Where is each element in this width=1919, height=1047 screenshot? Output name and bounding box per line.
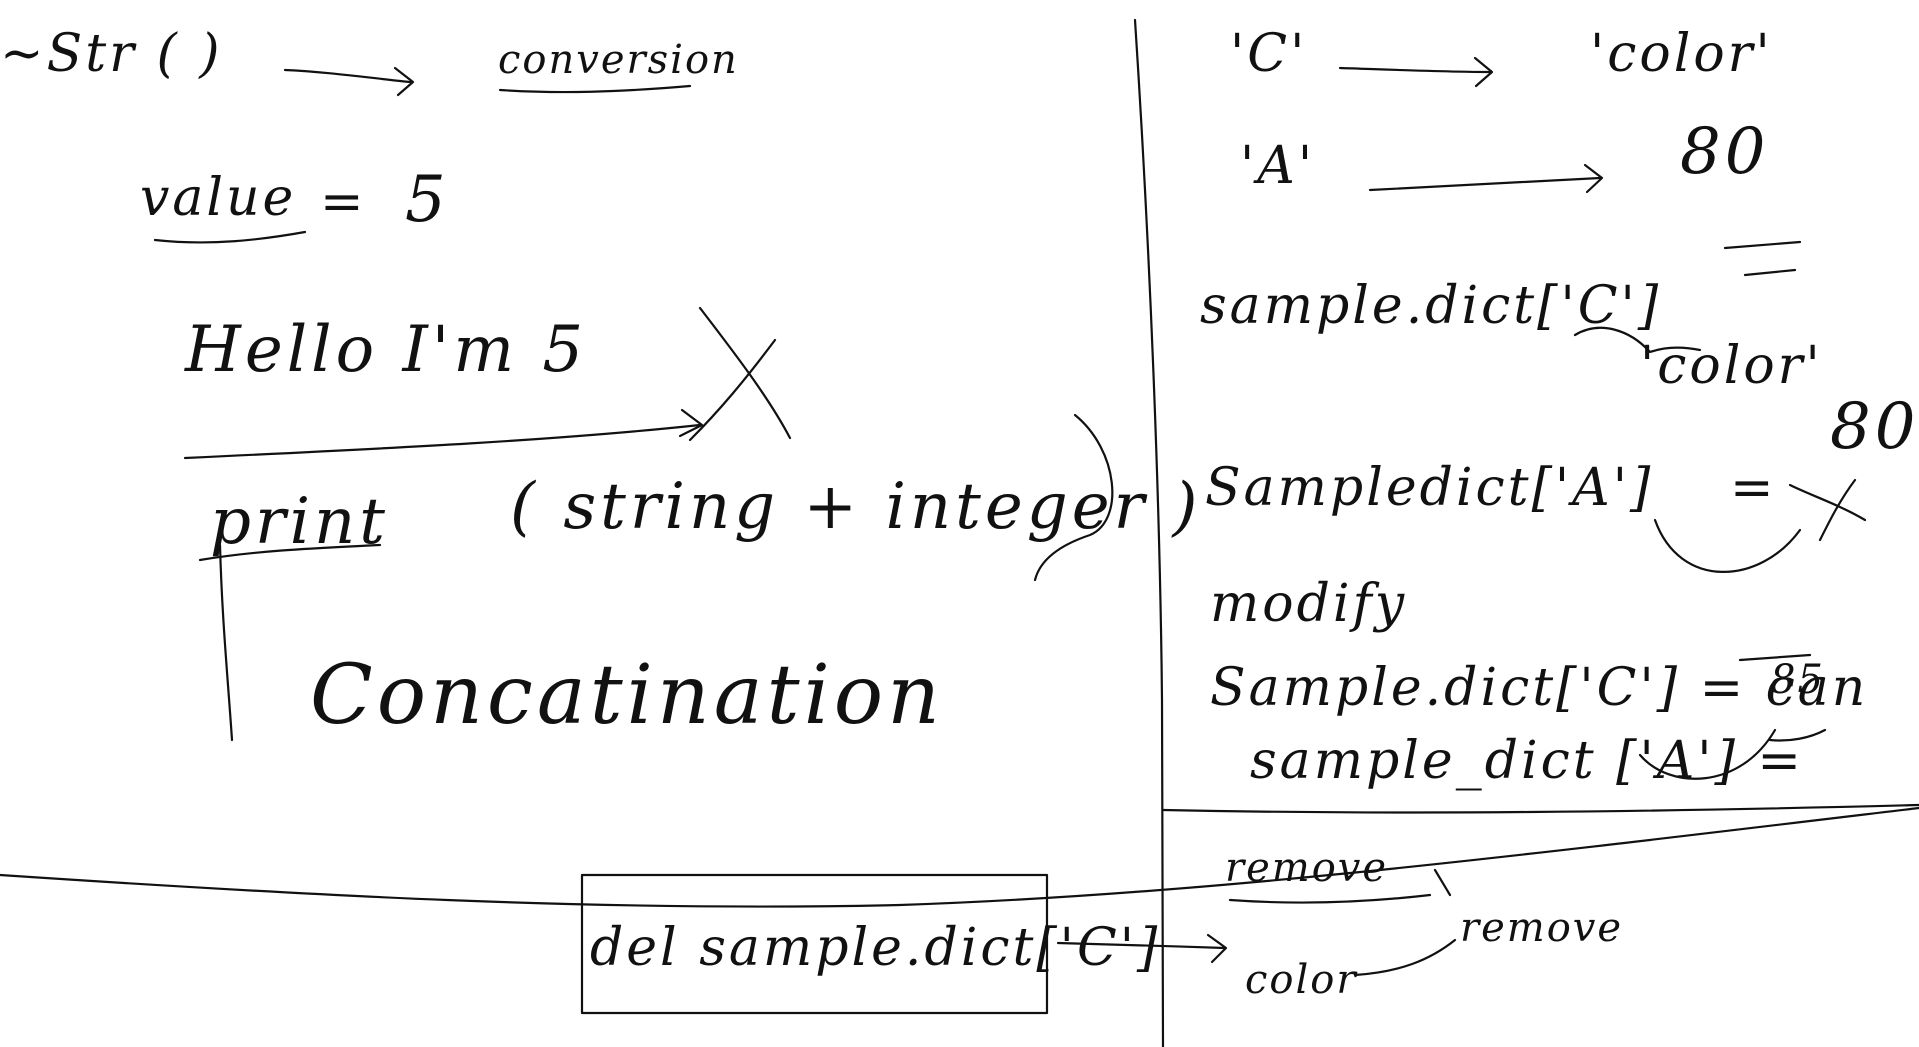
print-word: print (210, 485, 389, 559)
equals-1b (1743, 268, 1797, 277)
hello-arrow (183, 423, 702, 460)
value-underline (153, 230, 307, 244)
hello-arrowhead (678, 408, 704, 438)
value-variable: value (140, 168, 297, 228)
str-function-label: ~Str ( ) (0, 24, 223, 84)
modify2-brace (1638, 728, 1777, 780)
horizontal-divider-left (0, 806, 1919, 908)
closing-paren-curve (1033, 413, 1114, 582)
remove-heading: remove (1225, 845, 1389, 891)
value-equals: = (320, 172, 367, 232)
mapping1-key: 'C' (1230, 24, 1308, 84)
modify2-tick (1768, 728, 1827, 742)
equals-1a (1723, 240, 1802, 250)
cross-mark-2 (688, 338, 777, 442)
access2-brace (1653, 518, 1802, 573)
del-arrowhead (1206, 933, 1228, 964)
left-bracket (218, 543, 234, 742)
value-number: 5 (405, 163, 450, 237)
cross-80-b (1818, 478, 1857, 542)
remove-underline (1228, 893, 1432, 904)
access2-equals: = (1730, 458, 1777, 518)
cross-mark-1 (698, 306, 792, 440)
mapping1-value: 'color' (1590, 24, 1773, 84)
del-arrow (1056, 941, 1227, 950)
mapping2-arrow (1368, 176, 1602, 192)
can-strike (1738, 653, 1812, 662)
del-statement: del sample.dict['C'] (590, 918, 1161, 978)
print-expression: ( string + integer ) (510, 470, 1202, 544)
conversion-underline (498, 84, 692, 94)
concatination-word: Concatination (310, 648, 944, 743)
mapping2-key: 'A' (1240, 136, 1316, 196)
right-bottom-rule (1161, 803, 1919, 814)
modify2-value: 85 (1770, 657, 1825, 703)
mapping1-arrowhead (1473, 56, 1494, 88)
access1-brace (1573, 326, 1702, 354)
access1-result: 'color' (1640, 336, 1823, 396)
remove-tick (1433, 868, 1452, 897)
access2-result: 80 (1830, 390, 1919, 464)
result-action: remove (1460, 905, 1624, 951)
conversion-label: conversion (498, 37, 739, 83)
modify2-code: sample_dict ['A'] = (1250, 731, 1804, 791)
mapping2-value: 80 (1680, 115, 1770, 189)
hello-text: Hello I'm 5 (185, 313, 588, 387)
vertical-divider (1133, 18, 1165, 1047)
del-box (580, 873, 1049, 1015)
color-remove-arrow (1353, 938, 1457, 977)
mapping2-arrowhead (1583, 163, 1604, 194)
modify1-code: Sample.dict['C'] = can (1210, 658, 1869, 718)
result-key: color (1245, 957, 1358, 1003)
access1-code: sample.dict['C'] (1200, 276, 1662, 336)
mapping1-arrow (1338, 66, 1492, 74)
conversion-arrow (283, 68, 412, 84)
conversion-arrowhead (393, 66, 415, 97)
access2-code: Sampledict['A'] (1205, 458, 1654, 518)
modify-heading: modify (1210, 574, 1408, 634)
cross-80-a (1788, 483, 1867, 522)
